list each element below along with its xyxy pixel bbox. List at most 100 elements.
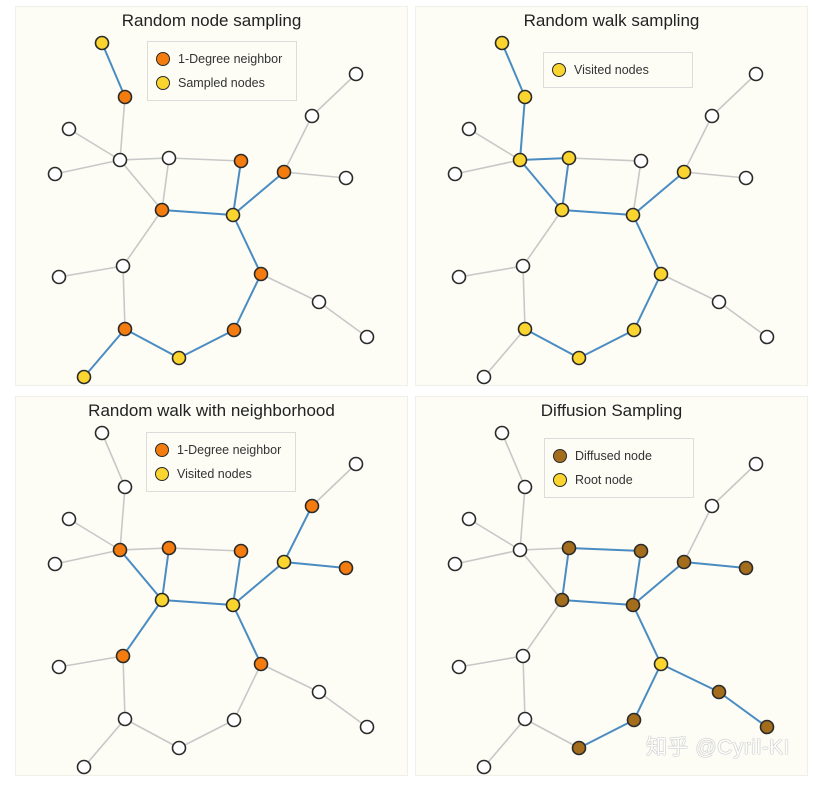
orange-node-icon	[156, 52, 170, 66]
legend: 1-Degree neighbor Visited nodes	[146, 432, 296, 492]
white-node	[515, 258, 531, 274]
yellow-node	[276, 554, 292, 570]
sampled-edge	[568, 547, 642, 552]
brown-node	[633, 543, 649, 559]
edge	[632, 160, 642, 216]
white-node	[304, 108, 320, 124]
graph-diagram	[447, 35, 775, 385]
edge	[683, 115, 713, 173]
sampled-edge	[232, 561, 285, 606]
edge	[483, 328, 526, 378]
graph-diagram	[47, 425, 375, 775]
white-node	[171, 740, 187, 756]
white-node	[748, 66, 764, 82]
white-node	[51, 269, 67, 285]
sampled-edge	[633, 273, 662, 331]
legend-item-1-degree-neighbor: 1-Degree neighbor	[155, 438, 287, 462]
sampled-edge	[233, 273, 262, 331]
white-node	[359, 329, 375, 345]
edge	[522, 265, 526, 330]
panel-random-walk-sampling: Random walk sampling Visited nodes	[415, 6, 808, 386]
sampled-edge	[632, 214, 662, 275]
legend-item-1-degree-neighbor: 1-Degree neighbor	[156, 47, 288, 71]
sampled-edge	[561, 157, 570, 211]
brown-node	[738, 560, 754, 576]
white-node	[117, 711, 133, 727]
edge	[101, 432, 126, 488]
edge	[519, 549, 563, 601]
edge	[119, 159, 163, 211]
yellow-node	[517, 89, 533, 105]
edge	[522, 655, 526, 720]
orange-node	[276, 164, 292, 180]
sampled-edge	[501, 42, 526, 98]
panel-random-node-sampling: Random node sampling 1-Degree neighbor S…	[15, 6, 408, 386]
sampled-edge	[632, 550, 642, 606]
white-node	[47, 556, 63, 572]
yellow-node	[517, 321, 533, 337]
edge	[519, 547, 570, 551]
sampled-edge	[283, 561, 347, 569]
edge	[660, 273, 720, 303]
white-node	[76, 759, 92, 775]
orange-node	[161, 540, 177, 556]
graph-diagram	[47, 35, 375, 385]
edge	[311, 73, 357, 117]
white-node	[447, 166, 463, 182]
sampled-edge	[119, 549, 163, 601]
panel-title: Random walk with neighborhood	[88, 401, 335, 420]
sampled-edge	[124, 328, 180, 359]
white-node	[451, 659, 467, 675]
edge	[519, 486, 526, 551]
orange-node	[115, 648, 131, 664]
edge	[311, 463, 357, 507]
edge	[68, 128, 121, 161]
brown-node	[711, 684, 727, 700]
orange-node	[117, 321, 133, 337]
legend: Diffused node Root node	[544, 438, 694, 498]
sampled-edge	[519, 159, 563, 211]
sampled-edge	[578, 329, 635, 359]
white-node	[476, 759, 492, 775]
white-node	[311, 684, 327, 700]
white-node	[447, 556, 463, 572]
edge	[122, 265, 126, 330]
white-node	[704, 498, 720, 514]
yellow-node	[76, 369, 92, 385]
edge	[522, 599, 563, 657]
white-node	[112, 152, 128, 168]
yellow-node	[571, 350, 587, 366]
yellow-node	[154, 592, 170, 608]
sampled-edge	[232, 214, 262, 275]
yellow-node-icon	[155, 467, 169, 481]
sampled-edge	[178, 329, 235, 359]
edge	[711, 463, 757, 507]
white-node	[47, 166, 63, 182]
edge	[54, 159, 121, 175]
sampled-edge	[83, 328, 126, 378]
edge	[54, 549, 121, 565]
legend-item-root-node: Root node	[553, 468, 685, 492]
edge	[483, 718, 526, 768]
edge	[454, 159, 521, 175]
yellow-node-icon	[156, 76, 170, 90]
sampled-edge	[632, 561, 685, 606]
yellow-node	[653, 656, 669, 672]
edge	[168, 547, 242, 552]
legend-item-visited-nodes: Visited nodes	[552, 58, 684, 82]
edge	[168, 157, 242, 162]
white-node	[461, 511, 477, 527]
sampled-edge	[232, 604, 262, 665]
edge	[468, 518, 521, 551]
edge	[458, 265, 524, 278]
edge	[119, 157, 170, 161]
edge	[283, 171, 347, 179]
sampled-edge	[561, 209, 634, 216]
white-node	[115, 258, 131, 274]
yellow-node	[561, 150, 577, 166]
brown-node	[571, 740, 587, 756]
edge	[718, 301, 768, 338]
brown-node	[554, 592, 570, 608]
yellow-node	[225, 207, 241, 223]
edge	[124, 718, 180, 749]
